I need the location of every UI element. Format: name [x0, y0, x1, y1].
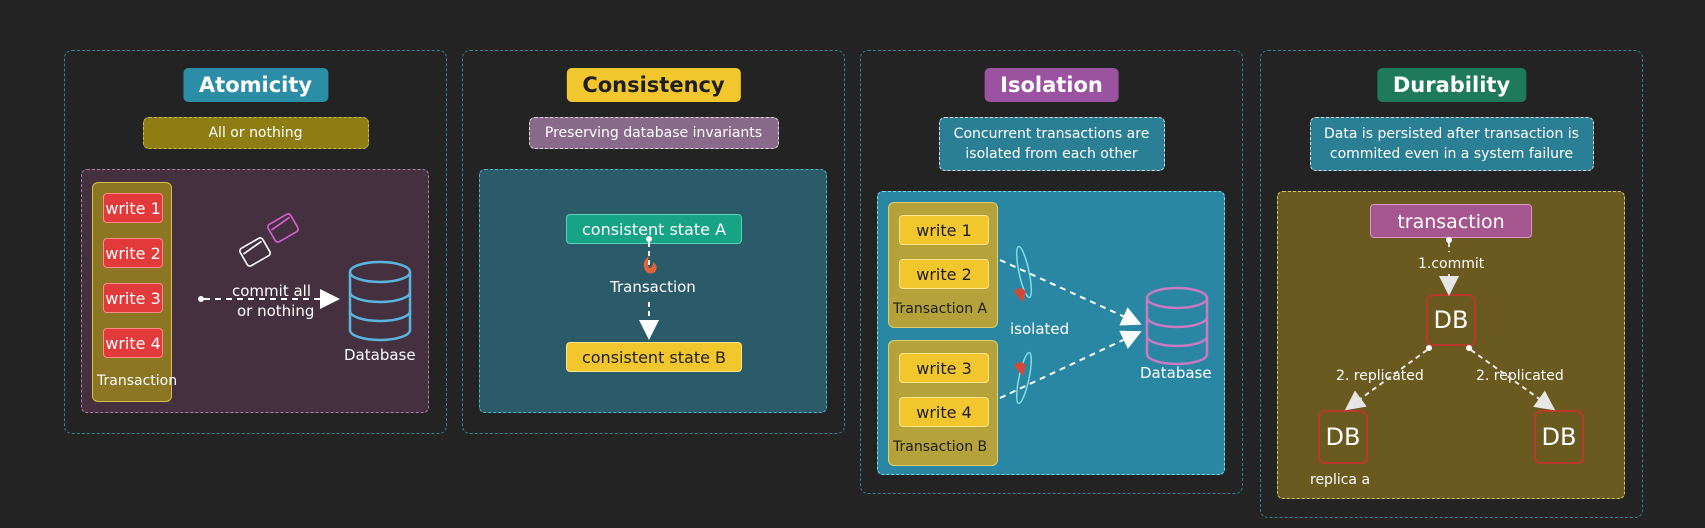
atomicity-transaction-box: write 1 write 2 write 3 write 4 Transact…	[92, 182, 177, 402]
durability-db-left: DB	[1318, 410, 1368, 464]
consistency-transaction-label: Transaction	[610, 278, 696, 296]
atomicity-write-2: write 2	[103, 238, 163, 268]
isolation-database-label: Database	[1140, 364, 1212, 382]
durability-db-right: DB	[1534, 410, 1584, 464]
atomicity-subtitle: All or nothing	[142, 117, 369, 149]
atomicity-write-1: write 1	[103, 193, 163, 223]
atomicity-title: Atomicity	[182, 68, 329, 102]
atomicity-write-3: write 3	[103, 283, 163, 313]
isolation-subtitle-line-2: isolated from each other	[965, 146, 1138, 162]
consistency-state-a: consistent state A	[566, 214, 742, 244]
durability-subtitle-line-2: commited even in a system failure	[1329, 146, 1574, 162]
durability-replicated-left: 2. replicated	[1336, 368, 1424, 384]
isolation-subtitle-line-1: Concurrent transactions are	[953, 125, 1150, 142]
isolation-isolated-label: isolated	[1010, 320, 1070, 338]
atomicity-panel: Atomicity All or nothing write 1 write 2…	[64, 50, 447, 434]
isolation-transaction-a-label: Transaction A	[893, 301, 988, 317]
durability-subtitle-line-1: Data is persisted after transaction is	[1324, 125, 1579, 142]
isolation-inner-box: write 1 write 2 Transaction A write 3 wr…	[877, 191, 1225, 475]
atomicity-write-4: write 4	[103, 328, 163, 358]
consistency-inner-box: consistent state A Transaction consisten…	[479, 169, 827, 413]
isolation-transaction-b-box: write 3 write 4 Transaction B	[888, 340, 998, 466]
isolation-write-2: write 2	[899, 259, 989, 289]
durability-commit-label: 1.commit	[1418, 256, 1485, 272]
isolation-title: Isolation	[984, 68, 1119, 102]
isolation-write-1: write 1	[899, 215, 989, 245]
durability-db-main-label: DB	[1433, 306, 1469, 334]
durability-panel: Durability Data is persisted after trans…	[1260, 50, 1643, 518]
durability-db-main: DB	[1426, 294, 1476, 346]
isolation-write-4: write 4	[899, 397, 989, 427]
durability-replicated-right: 2. replicated	[1476, 368, 1564, 384]
atomicity-arrow-label-2: or nothing	[237, 302, 315, 320]
atomicity-arrow-label-1: commit all	[232, 282, 311, 300]
isolation-panel: Isolation Concurrent transactions are is…	[860, 50, 1243, 494]
consistency-state-b: consistent state B	[566, 342, 742, 372]
durability-db-left-label: DB	[1325, 423, 1361, 451]
durability-replica-label: replica a	[1310, 472, 1371, 488]
atomicity-transaction-label: Transaction	[97, 373, 178, 389]
consistency-subtitle: Preserving database invariants	[528, 117, 779, 149]
isolation-write-3: write 3	[899, 353, 989, 383]
durability-transaction: transaction	[1370, 204, 1532, 238]
durability-title: Durability	[1376, 68, 1527, 102]
durability-db-right-label: DB	[1541, 423, 1577, 451]
atomicity-inner-box: write 1 write 2 write 3 write 4 Transact…	[81, 169, 429, 413]
durability-inner-box: transaction 1.commit DB 2. replicated 2.…	[1277, 191, 1625, 499]
isolation-subtitle: Concurrent transactions are isolated fro…	[938, 117, 1165, 171]
isolation-transaction-a-box: write 1 write 2 Transaction A	[888, 202, 998, 328]
isolation-transaction-b-label: Transaction B	[893, 439, 988, 455]
durability-subtitle: Data is persisted after transaction is c…	[1309, 117, 1594, 171]
consistency-panel: Consistency Preserving database invarian…	[462, 50, 845, 434]
atomicity-database-label: Database	[344, 346, 416, 364]
consistency-title: Consistency	[566, 68, 741, 102]
